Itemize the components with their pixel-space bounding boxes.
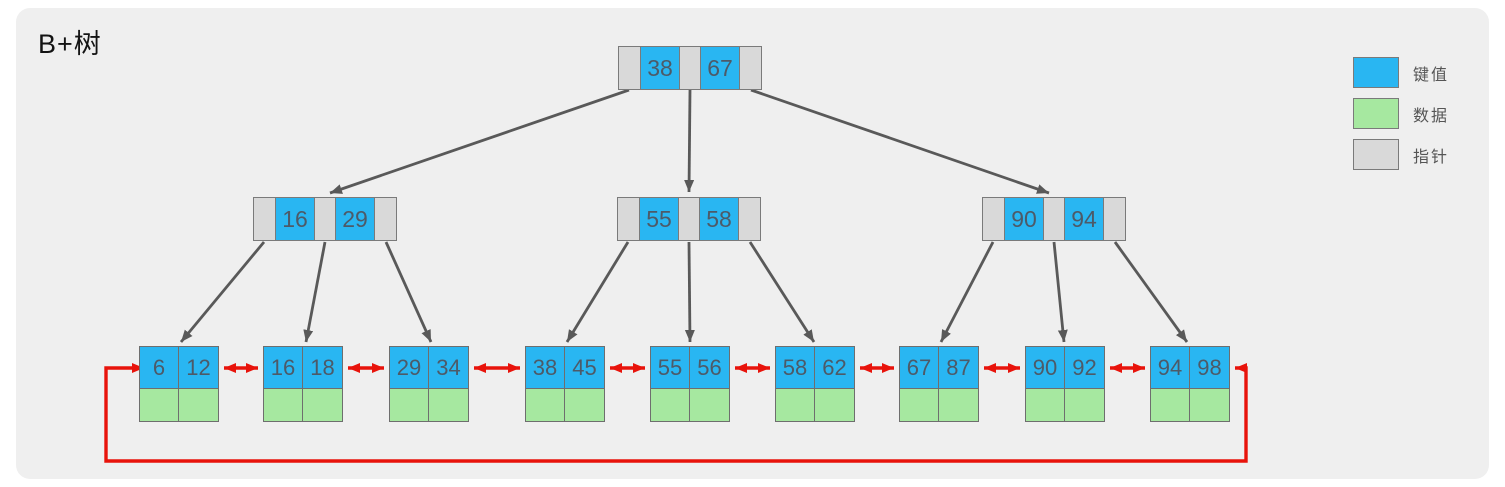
data-cell <box>179 389 218 421</box>
legend-label: 指针 <box>1413 148 1450 166</box>
key-cell: 94 <box>1151 347 1190 389</box>
key-cell: 90 <box>1004 198 1044 240</box>
key-cell: 58 <box>776 347 815 389</box>
data-cell <box>1151 389 1190 421</box>
legend-row-pointer: 指针 <box>1353 139 1449 170</box>
pointer-cell <box>315 198 335 240</box>
key-cell: 38 <box>640 47 680 89</box>
key-cell: 62 <box>815 347 854 389</box>
key-cell: 55 <box>639 198 679 240</box>
key-cell: 67 <box>700 47 740 89</box>
key-cell: 45 <box>565 347 604 389</box>
data-cell <box>303 389 342 421</box>
key-cell: 87 <box>939 347 978 389</box>
data-color-swatch <box>1353 98 1399 129</box>
key-cell: 38 <box>526 347 565 389</box>
pointer-cell <box>740 47 761 89</box>
legend-label: 键值 <box>1413 66 1450 84</box>
leaf-node-7: 67 87 <box>899 346 979 422</box>
pointer-cell <box>254 198 275 240</box>
pointer-cell <box>1104 198 1125 240</box>
legend-row-key: 键值 <box>1353 57 1449 88</box>
data-cell <box>429 389 468 421</box>
pointer-color-swatch <box>1353 139 1399 170</box>
internal-node-1: 16 29 <box>253 197 397 241</box>
key-cell: 18 <box>303 347 342 389</box>
key-cell: 56 <box>690 347 729 389</box>
data-cell <box>1190 389 1229 421</box>
data-cell <box>526 389 565 421</box>
leaf-node-1: 6 12 <box>139 346 219 422</box>
key-cell: 98 <box>1190 347 1229 389</box>
data-cell <box>1026 389 1065 421</box>
internal-node-2: 55 58 <box>617 197 761 241</box>
leaf-node-8: 90 92 <box>1025 346 1105 422</box>
key-cell: 16 <box>264 347 303 389</box>
pointer-cell <box>375 198 396 240</box>
legend-row-data: 数据 <box>1353 98 1449 129</box>
data-cell <box>264 389 303 421</box>
legend: 键值 数据 指针 <box>1353 57 1449 180</box>
key-cell: 29 <box>390 347 429 389</box>
key-cell: 94 <box>1064 198 1104 240</box>
data-cell <box>565 389 604 421</box>
data-cell <box>1065 389 1104 421</box>
leaf-node-9: 94 98 <box>1150 346 1230 422</box>
pointer-cell <box>680 47 700 89</box>
leaf-node-5: 55 56 <box>650 346 730 422</box>
key-cell: 67 <box>900 347 939 389</box>
pointer-cell <box>739 198 760 240</box>
leaf-node-6: 58 62 <box>775 346 855 422</box>
pointer-cell <box>983 198 1004 240</box>
pointer-cell <box>618 198 639 240</box>
key-color-swatch <box>1353 57 1399 88</box>
leaf-node-2: 16 18 <box>263 346 343 422</box>
key-cell: 55 <box>651 347 690 389</box>
legend-label: 数据 <box>1413 107 1450 125</box>
data-cell <box>815 389 854 421</box>
key-cell: 6 <box>140 347 179 389</box>
key-cell: 34 <box>429 347 468 389</box>
root-node: 38 67 <box>618 46 762 90</box>
data-cell <box>939 389 978 421</box>
key-cell: 90 <box>1026 347 1065 389</box>
key-cell: 29 <box>335 198 375 240</box>
data-cell <box>776 389 815 421</box>
key-cell: 58 <box>699 198 739 240</box>
diagram-title: B+树 <box>38 29 102 59</box>
pointer-cell <box>1044 198 1064 240</box>
internal-node-3: 90 94 <box>982 197 1126 241</box>
leaf-node-4: 38 45 <box>525 346 605 422</box>
data-cell <box>140 389 179 421</box>
data-cell <box>651 389 690 421</box>
leaf-node-3: 29 34 <box>389 346 469 422</box>
data-cell <box>690 389 729 421</box>
key-cell: 92 <box>1065 347 1104 389</box>
key-cell: 16 <box>275 198 315 240</box>
data-cell <box>900 389 939 421</box>
data-cell <box>390 389 429 421</box>
pointer-cell <box>679 198 699 240</box>
pointer-cell <box>619 47 640 89</box>
key-cell: 12 <box>179 347 218 389</box>
